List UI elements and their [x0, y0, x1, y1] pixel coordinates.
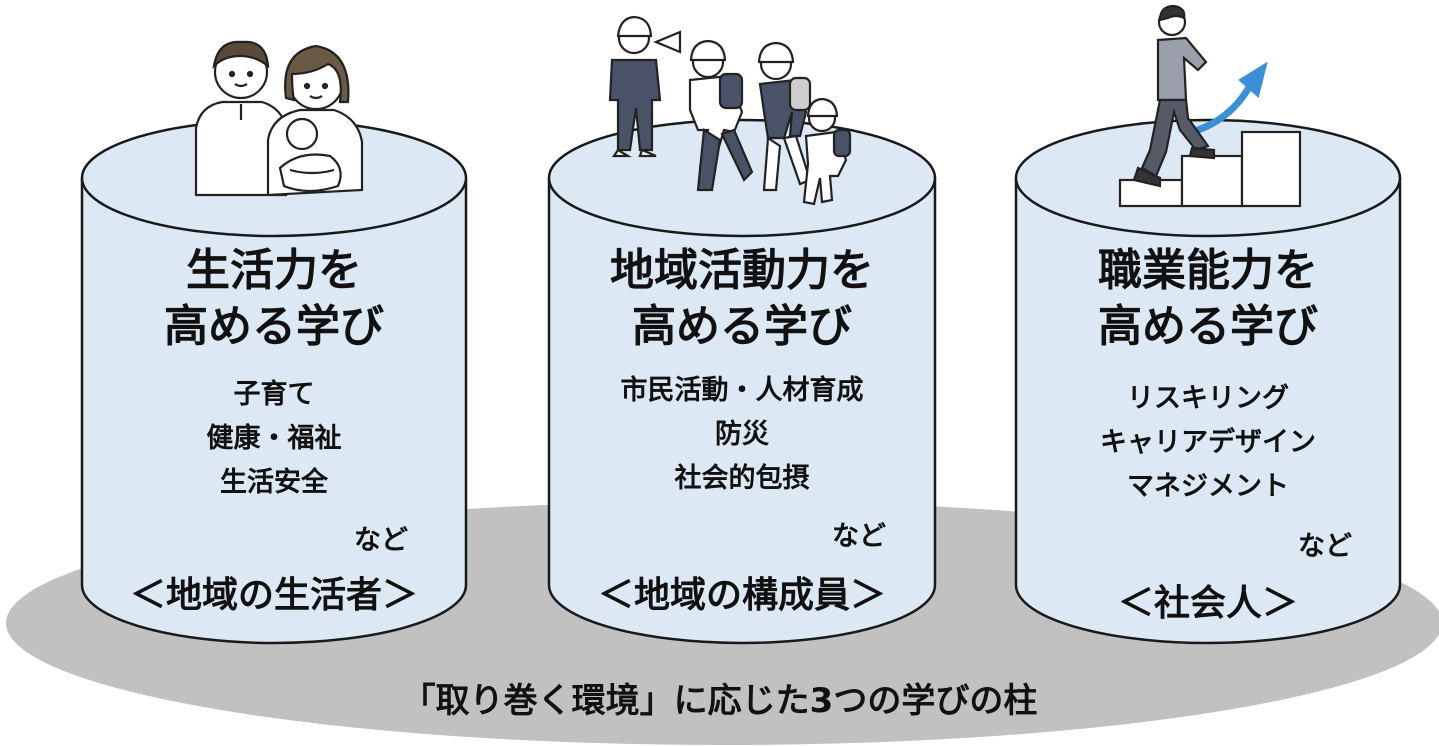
career-stairs-icon — [1118, 4, 1302, 208]
family-icon — [194, 40, 364, 197]
pillar-1-topic: 子育て — [233, 379, 315, 410]
evacuation-drill-icon — [608, 15, 852, 206]
pillar-1-title-line-1: 生活力を — [186, 245, 362, 296]
pillar-3-etc: など — [1298, 531, 1352, 562]
pillar-3-role: ＜社会人＞ — [1117, 583, 1298, 624]
pillar-1-topic: 健康・福祉 — [206, 423, 342, 454]
pillar-1-text: 生活力を 高める学び 子育て 健康・福祉 生活安全 — [82, 243, 466, 505]
pillar-2-topic: 社会的包摂 — [674, 463, 810, 494]
pillar-2-title-line-1: 地域活動力を — [610, 245, 874, 296]
pillar-3-topic: リスキリング — [1127, 383, 1289, 414]
pillar-2-etc: など — [832, 521, 886, 552]
pillar-1-role: ＜地域の生活者＞ — [129, 575, 418, 616]
pillar-3-topic: マネジメント — [1127, 471, 1289, 502]
pillar-3-topic: キャリアデザイン — [1100, 427, 1316, 458]
pillar-3-text: 職業能力を 高める学び リスキリング キャリアデザイン マネジメント — [1016, 243, 1400, 509]
pillar-1-title-line-2: 高める学び — [164, 301, 384, 352]
diagram-caption: 「取り巻く環境」に応じた3つの学びの柱 — [401, 681, 1038, 721]
pillar-2-text: 地域活動力を 高める学び 市民活動・人材育成 防災 社会的包摂 — [549, 243, 935, 501]
pillar-2-title-line-2: 高める学び — [632, 301, 852, 352]
pillar-1-etc: など — [354, 525, 408, 556]
pillar-2-topic: 市民活動・人材育成 — [620, 375, 864, 406]
pillar-3-title-line-2: 高める学び — [1098, 301, 1318, 352]
pillar-3-cylinder — [1014, 118, 1402, 645]
pillar-3-title-line-1: 職業能力を — [1098, 245, 1318, 296]
pillar-2-role: ＜地域の構成員＞ — [597, 575, 886, 616]
pillar-2-topic: 防災 — [715, 419, 769, 450]
pillar-1-topic: 生活安全 — [220, 467, 328, 498]
